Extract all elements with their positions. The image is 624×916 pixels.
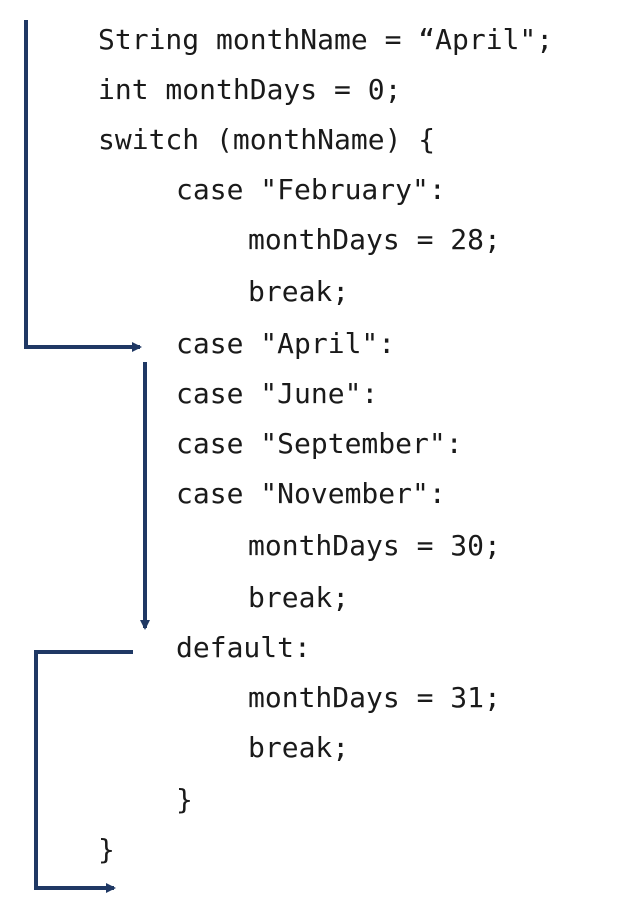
code-line-switch: switch (monthName) { [98, 123, 436, 156]
code-line-assign-28: monthDays = 28; [248, 223, 501, 256]
code-line-case-november: case "November": [176, 477, 446, 510]
code-line-default: default: [176, 631, 311, 664]
code-line-case-april: case "April": [176, 327, 396, 360]
jump-arrow-to-april [24, 20, 142, 352]
code-line-case-february: case "February": [176, 173, 446, 206]
code-line-close-inner: } [176, 783, 193, 816]
code-line-close-outer: } [98, 833, 115, 866]
code-line-break-1: break; [248, 275, 350, 308]
code-line-case-june: case "June": [176, 377, 379, 410]
code-line-int-decl: int monthDays = 0; [98, 73, 402, 106]
code-line-string-decl: String monthName = “April"; [98, 23, 554, 56]
code-line-break-2: break; [248, 581, 350, 614]
break-exit-arrow [34, 650, 133, 893]
code-line-case-september: case "September": [176, 427, 463, 460]
code-line-break-3: break; [248, 731, 350, 764]
code-line-assign-30: monthDays = 30; [248, 529, 501, 562]
code-line-assign-31: monthDays = 31; [248, 681, 501, 714]
